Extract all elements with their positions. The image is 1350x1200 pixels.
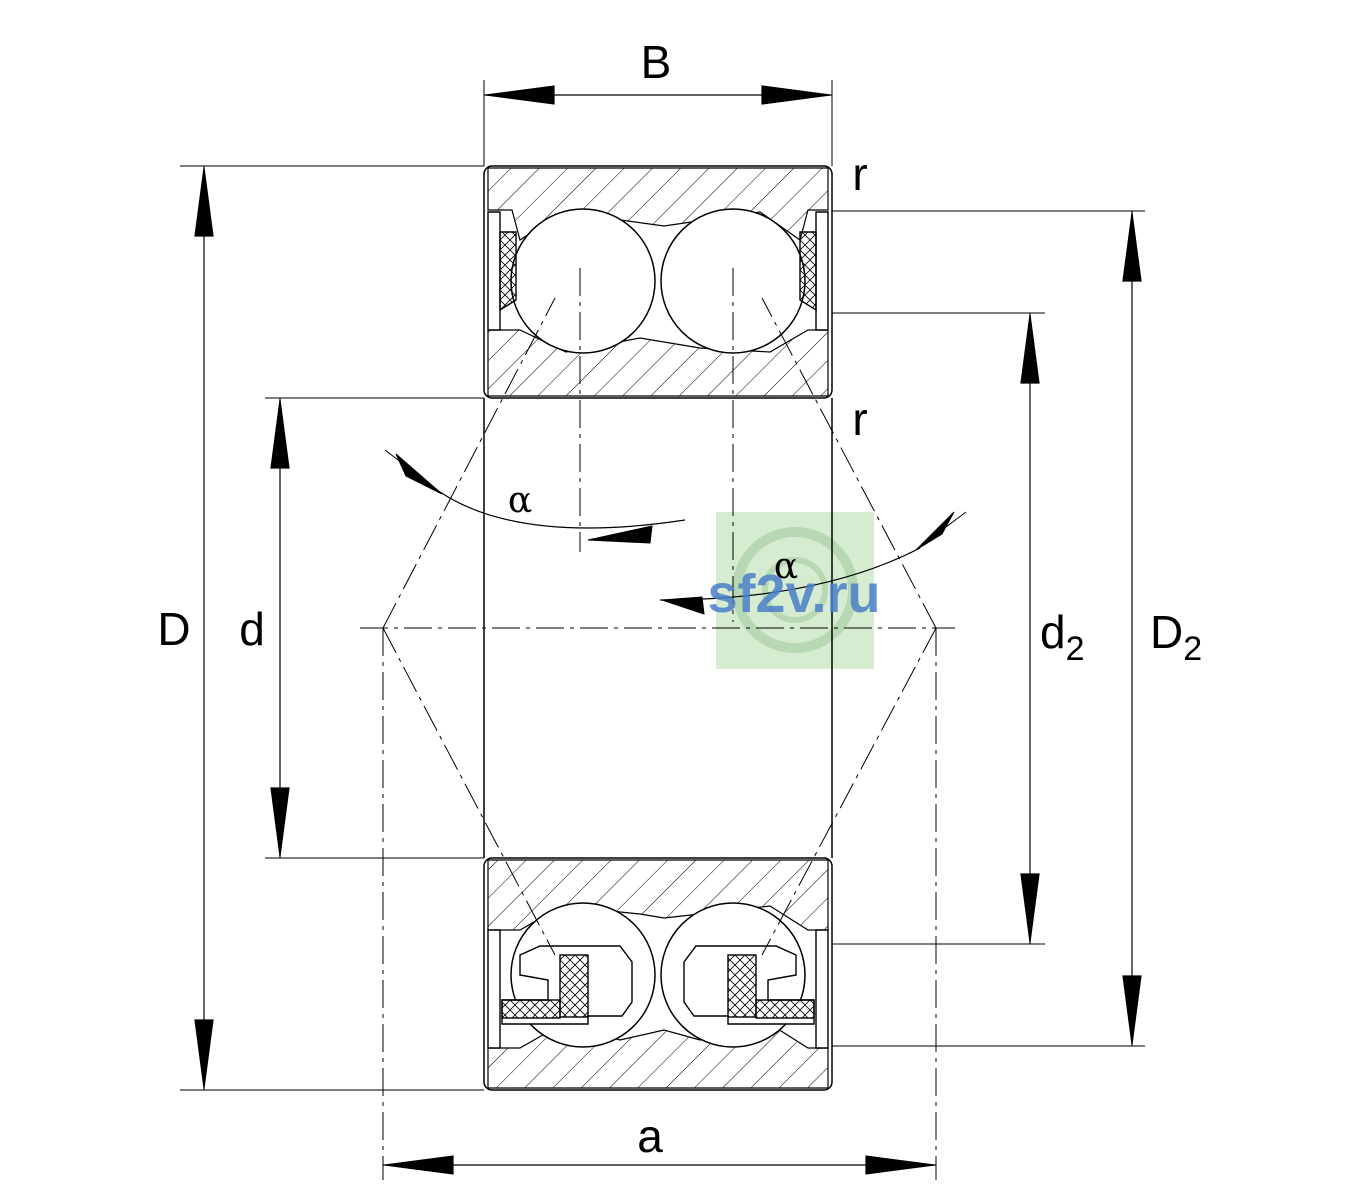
extension-lines — [180, 80, 1145, 1091]
watermark-text: sf2v.ru — [707, 564, 880, 624]
dimension-lines — [194, 85, 1142, 1175]
inner-ring-bottom — [487, 859, 829, 931]
label-outer-shoulder-d2: D2 — [1150, 606, 1202, 668]
label-radius-bottom: r — [852, 393, 867, 445]
watermark-logo — [716, 512, 874, 669]
label-bore-diameter-d: d — [239, 603, 265, 655]
label-radius-top: r — [852, 148, 867, 200]
contact-angle-arrows — [384, 449, 967, 615]
outer-ring-bottom — [487, 1023, 829, 1089]
label-pressure-distance-a: a — [637, 1110, 663, 1162]
label-width-b: B — [641, 36, 672, 88]
label-contact-angle-left: α — [508, 480, 532, 521]
seals — [487, 211, 829, 1049]
cage-bottom — [501, 945, 815, 1025]
centerlines — [360, 268, 955, 1180]
label-outer-diameter-d: D — [157, 603, 190, 655]
label-inner-shoulder-d2: d2 — [1040, 606, 1085, 668]
label-contact-angle-right: α — [774, 546, 798, 587]
inner-ring-top — [487, 329, 829, 397]
